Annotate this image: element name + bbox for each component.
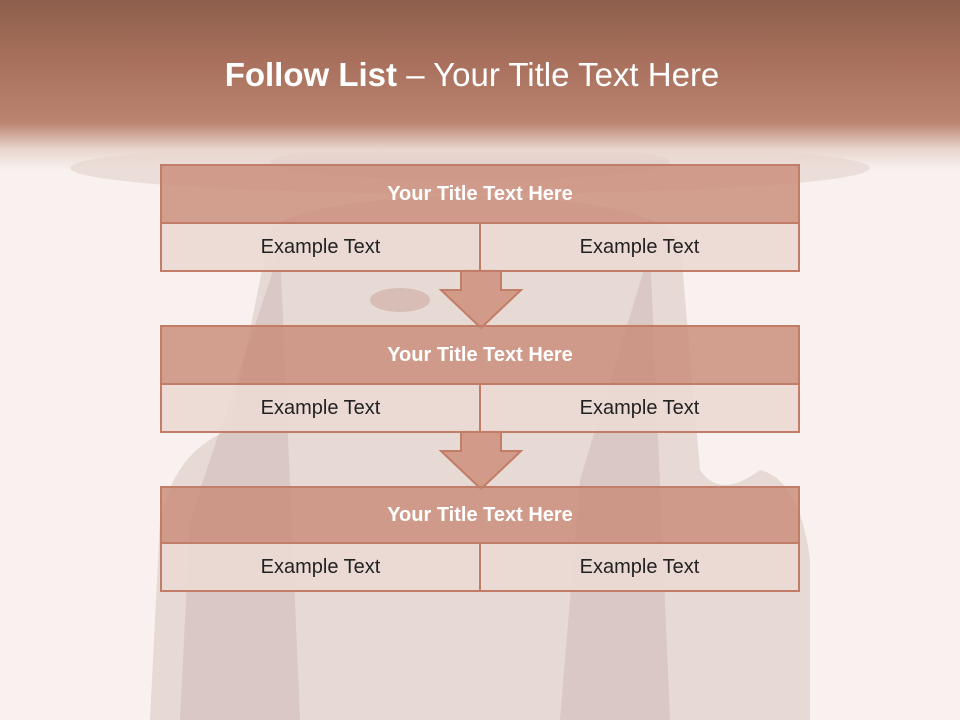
step-cell-right: Example Text (479, 385, 798, 431)
step-title: Your Title Text Here (162, 166, 798, 224)
down-arrow-icon (438, 269, 524, 330)
step-cell-right: Example Text (479, 224, 798, 270)
step-title: Your Title Text Here (162, 327, 798, 385)
slide-title-rest: – Your Title Text Here (397, 56, 720, 93)
slide-title-bold: Follow List (224, 56, 398, 93)
step-box-1: Your Title Text Here Example Text Exampl… (160, 164, 800, 272)
step-cell-left: Example Text (162, 385, 479, 431)
header-band (0, 0, 960, 170)
step-box-2: Your Title Text Here Example Text Exampl… (160, 325, 800, 433)
step-title: Your Title Text Here (162, 488, 798, 544)
step-row: Example Text Example Text (162, 224, 798, 270)
step-cell-right: Example Text (479, 544, 798, 590)
step-row: Example Text Example Text (162, 544, 798, 590)
step-cell-left: Example Text (162, 224, 479, 270)
step-cell-left: Example Text (162, 544, 479, 590)
slide-title: Follow List – Your Title Text Here (0, 56, 944, 94)
step-box-3: Your Title Text Here Example Text Exampl… (160, 486, 800, 592)
step-row: Example Text Example Text (162, 385, 798, 431)
down-arrow-icon (438, 430, 524, 491)
